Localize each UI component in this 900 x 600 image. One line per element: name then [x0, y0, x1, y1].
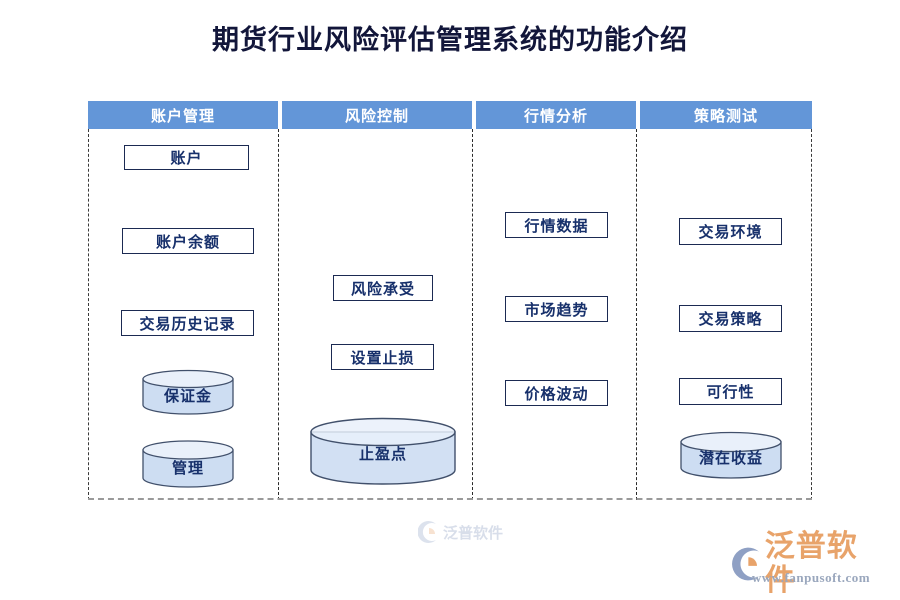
page-title: 期货行业风险评估管理系统的功能介绍 [212, 25, 688, 55]
cylinder-take-profit-point[interactable]: 止盈点 [310, 417, 456, 485]
fanpu-circle-logo-icon [418, 521, 436, 543]
node-trading-environment[interactable]: 交易环境 [679, 218, 782, 245]
center-watermark-text: 泛普软件 [443, 525, 504, 542]
cylinder-potential-return[interactable]: 潜在收益 [680, 431, 782, 479]
brand-name: 泛普软件 [764, 530, 858, 597]
divider-right-edge [811, 129, 812, 500]
column-header-account-management[interactable]: 账户管理 [88, 101, 278, 129]
functional-diagram: 账户管理 风险控制 行情分析 策略测试 账户 账户余额 交易历史记录 保证金 管… [88, 101, 812, 543]
node-feasibility[interactable]: 可行性 [679, 378, 782, 405]
fanpu-circle-logo-icon [732, 547, 759, 581]
node-risk-tolerance[interactable]: 风险承受 [333, 275, 433, 301]
brand-row: 泛普软件 [732, 530, 884, 598]
divider-col1-col2 [278, 129, 279, 500]
node-trading-strategy[interactable]: 交易策略 [679, 305, 782, 332]
cylinder-shape-icon [310, 417, 456, 485]
brand-url: www.fanpusoft.com [751, 570, 871, 585]
cylinder-management[interactable]: 管理 [142, 440, 234, 488]
cylinder-shape-icon [142, 440, 234, 488]
cylinder-shape-icon [680, 431, 782, 479]
diagram-bottom-border [88, 498, 812, 500]
node-market-trend[interactable]: 市场趋势 [505, 296, 608, 322]
node-set-stop-loss[interactable]: 设置止损 [331, 344, 434, 370]
cylinder-shape-icon [142, 369, 234, 415]
center-watermark: 泛普软件 [418, 519, 538, 545]
node-trade-history[interactable]: 交易历史记录 [121, 310, 254, 336]
node-account-balance[interactable]: 账户余额 [122, 228, 254, 254]
divider-left-edge [88, 129, 89, 500]
column-header-strategy-testing[interactable]: 策略测试 [640, 101, 812, 129]
divider-col3-col4 [636, 129, 637, 500]
cylinder-margin-deposit[interactable]: 保证金 [142, 369, 234, 415]
node-price-volatility[interactable]: 价格波动 [505, 380, 608, 406]
column-header-risk-control[interactable]: 风险控制 [282, 101, 472, 129]
node-market-data[interactable]: 行情数据 [505, 212, 608, 238]
brand-logo: 泛普软件 www.fanpusoft.com [732, 528, 884, 597]
divider-col2-col3 [472, 129, 473, 500]
node-account[interactable]: 账户 [124, 145, 249, 170]
column-header-market-analysis[interactable]: 行情分析 [476, 101, 636, 129]
